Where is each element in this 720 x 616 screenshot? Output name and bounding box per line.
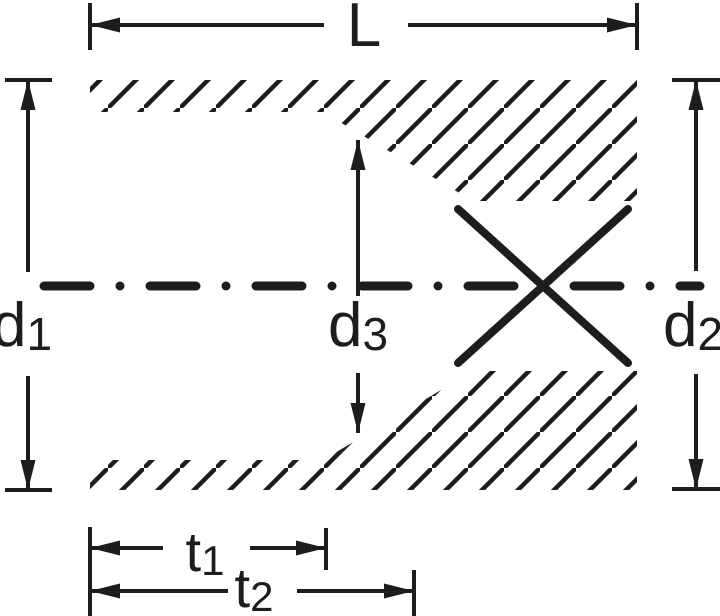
d2-arrowhead-down [688,459,704,489]
dimension-L [88,3,639,50]
t1-arrowhead-left [90,540,120,556]
dimension-d3 [350,140,366,433]
label-d1-sub: 1 [26,308,53,360]
label-d3: d3 [328,295,389,360]
d3-arrowhead-up [350,140,366,170]
label-d2-main: d [663,291,698,360]
hatch-lower-wall [90,371,637,490]
t2-arrowhead-right [384,583,414,599]
dimension-d2 [672,78,720,491]
label-d3-main: d [328,291,363,360]
label-d2: d2 [663,295,720,360]
label-L: L [334,0,394,57]
label-d1-main: d [0,291,27,360]
label-t1: t1 [175,524,235,582]
label-t1-main: t [185,520,202,583]
label-t1-sub: 1 [201,537,225,584]
cross-mark [454,205,632,367]
d3-arrowhead-down [350,403,366,433]
label-d2-sub: 2 [697,308,720,360]
cross-mark-diagonal-2 [454,205,632,367]
d2-arrowhead-up [688,80,704,110]
label-t2-main: t [234,556,251,616]
section-hatching [90,80,637,490]
t2-arrowhead-left [90,583,120,599]
t1-arrowhead-right [296,540,326,556]
label-L-main: L [346,0,382,60]
d1-arrowhead-down [20,460,36,490]
dimension-t2 [90,570,416,616]
label-t2-sub: 2 [250,573,274,616]
dimension-t1 [88,527,328,616]
hatch-upper-wall [90,80,637,201]
l-arrowhead-right [607,17,637,33]
dimension-d1 [5,78,52,492]
label-d1: d1 [0,295,53,360]
label-t2: t2 [224,560,284,616]
d1-arrowhead-up [20,80,36,110]
l-arrowhead-left [90,17,120,33]
label-d3-sub: 3 [362,308,389,360]
